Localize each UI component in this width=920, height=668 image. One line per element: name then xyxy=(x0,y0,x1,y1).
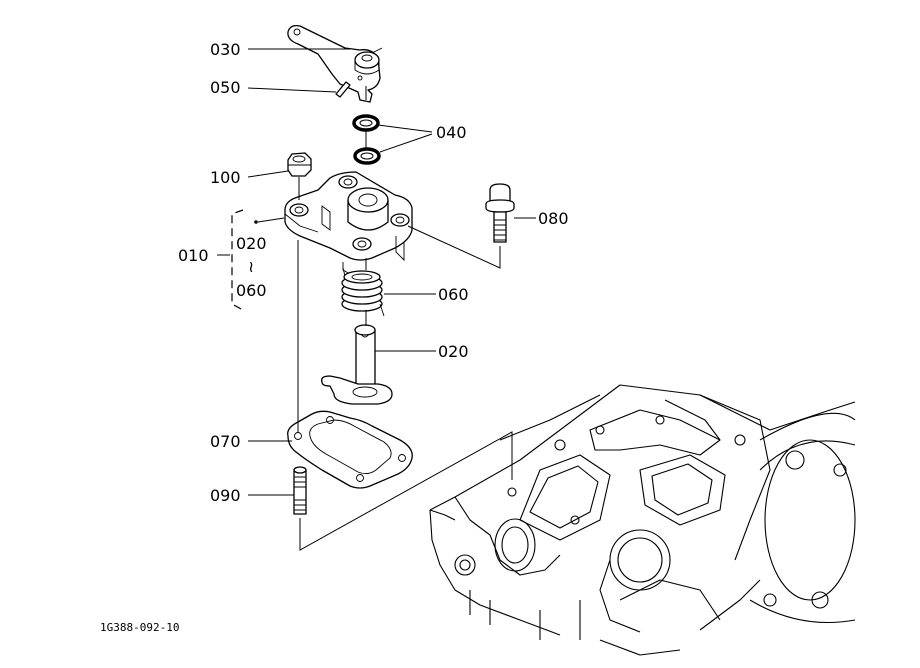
callout-020: 020 xyxy=(438,342,469,361)
callout-060: 060 xyxy=(438,285,469,304)
o-ring-040-lower xyxy=(353,147,381,165)
group-bracket-010 xyxy=(231,209,244,311)
leader-lines xyxy=(217,48,536,496)
lever-030 xyxy=(287,24,383,103)
callout-090: 090 xyxy=(210,486,241,505)
callout-070: 070 xyxy=(210,432,241,451)
callout-030: 030 xyxy=(210,40,241,59)
callout-020-group: 020 xyxy=(236,234,267,253)
callout-100: 100 xyxy=(210,168,241,187)
shaft-020 xyxy=(321,324,393,405)
callout-050: 050 xyxy=(210,78,241,97)
gasket-070 xyxy=(287,410,413,489)
callout-040: 040 xyxy=(436,123,467,142)
o-ring-040-upper xyxy=(352,114,380,132)
callout-080: 080 xyxy=(538,209,569,228)
drawing-code: 1G388-092-10 xyxy=(100,621,179,634)
stud-090 xyxy=(293,466,307,515)
callout-060-group: 060 xyxy=(236,281,267,300)
housing-010 xyxy=(284,171,413,275)
bolt-080 xyxy=(485,183,515,243)
nut-100 xyxy=(287,152,312,177)
assembly-lines xyxy=(297,86,513,551)
pin-050 xyxy=(335,81,351,98)
callout-range-separator: ~ xyxy=(242,260,261,273)
spring-060 xyxy=(341,267,385,317)
engine-block xyxy=(429,384,856,656)
callout-010: 010 xyxy=(178,246,209,265)
